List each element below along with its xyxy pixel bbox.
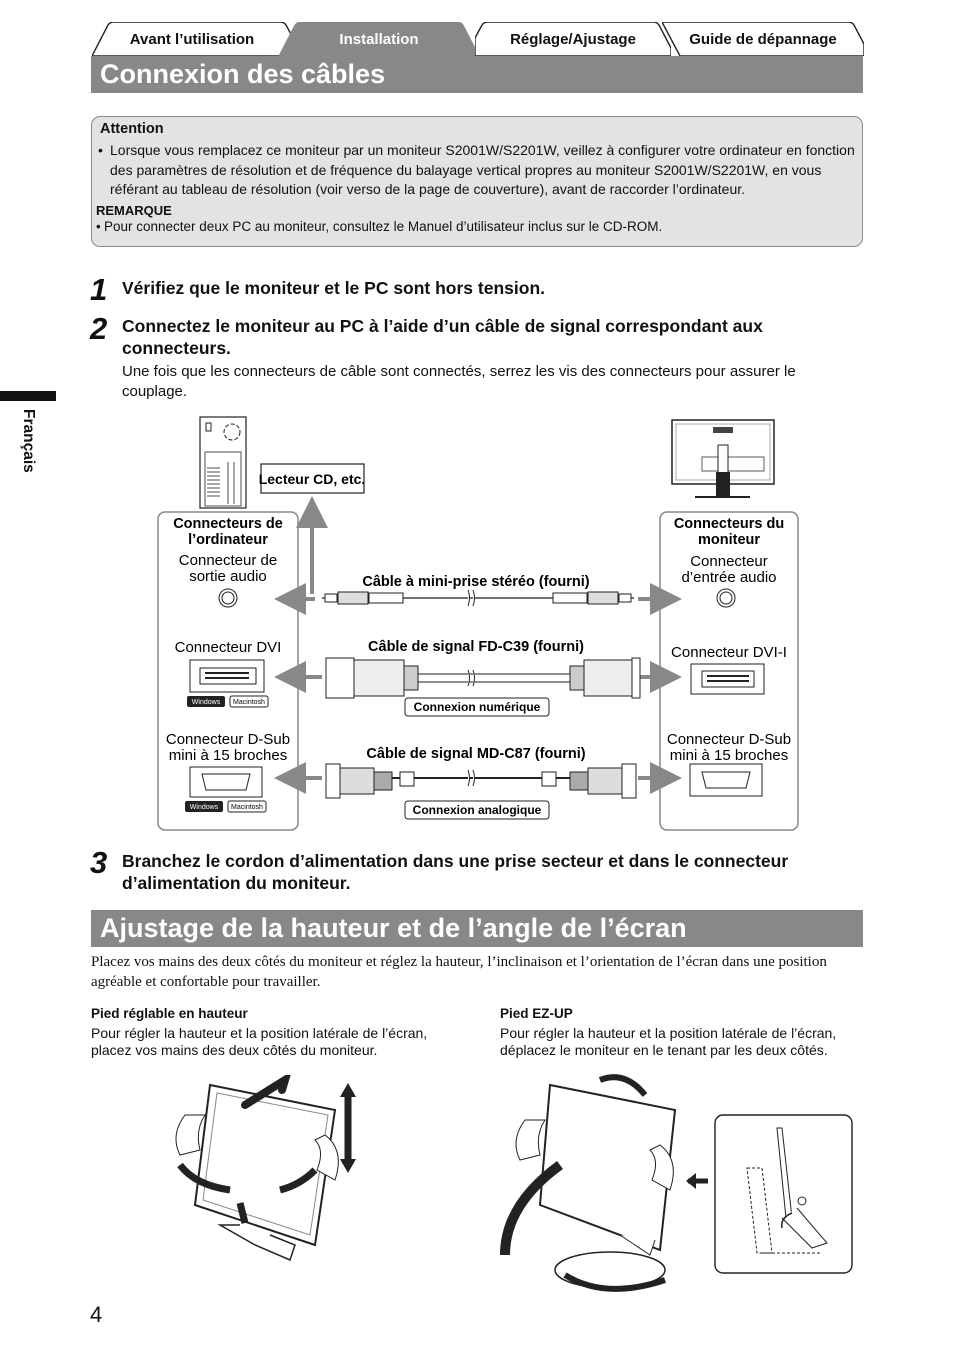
step-number: 3 bbox=[90, 845, 108, 880]
tab-depannage[interactable]: Guide de dépannage bbox=[662, 22, 864, 56]
step-text: Connectez le moniteur au PC à l’aide d’u… bbox=[122, 316, 763, 358]
section-title-cables: Connexion des câbles bbox=[91, 56, 863, 93]
dsub-cable-icon bbox=[325, 763, 637, 799]
tab-label: Réglage/Ajustage bbox=[510, 30, 636, 48]
macintosh-badge: Macintosh bbox=[233, 699, 265, 706]
left-col-text: Pour régler la hauteur et la position la… bbox=[91, 1025, 428, 1058]
step-number: 1 bbox=[90, 272, 108, 307]
cable-audio-label: Câble à mini-prise stéréo (fourni) bbox=[362, 574, 589, 590]
page-number: 4 bbox=[90, 1302, 103, 1327]
language-label: Français bbox=[20, 409, 37, 473]
step-number: 2 bbox=[90, 311, 108, 346]
remark-item: Pour connecter deux PC au moniteur, cons… bbox=[96, 218, 856, 236]
tab-label: Installation bbox=[339, 30, 419, 48]
cd-drive-label: Lecteur CD, etc. bbox=[259, 471, 366, 487]
tab-bar: Avant l’utilisation Installation Réglage… bbox=[92, 22, 864, 56]
monitor-rear-icon bbox=[671, 419, 775, 498]
section-title-hauteur: Ajustage de la hauteur et de l’angle de … bbox=[91, 910, 863, 947]
pc-tower-icon bbox=[199, 416, 247, 509]
remark-heading: REMARQUE bbox=[96, 202, 172, 218]
step-description: Une fois que les connecteurs de câble so… bbox=[122, 363, 796, 400]
attention-item: Lorsque vous remplacez ce moniteur par u… bbox=[98, 141, 856, 200]
windows-badge: Windows bbox=[192, 699, 221, 706]
tab-reglage[interactable]: Réglage/Ajustage bbox=[475, 22, 671, 56]
tab-avant[interactable]: Avant l’utilisation bbox=[92, 22, 292, 56]
inset-illustration bbox=[686, 1114, 853, 1274]
ez-up-stand-illustration bbox=[500, 1074, 677, 1292]
tab-label: Avant l’utilisation bbox=[129, 30, 255, 48]
cable-dsub-label: Câble de signal MD-C87 (fourni) bbox=[366, 746, 585, 762]
analog-label: Connexion analogique bbox=[413, 803, 542, 817]
right-col-heading: Pied EZ-UP bbox=[500, 1006, 573, 1021]
pc-dvi-label: Connecteur DVI bbox=[175, 639, 282, 656]
audio-cable-icon bbox=[322, 589, 634, 607]
arrows bbox=[274, 496, 682, 794]
dvi-cable-icon bbox=[325, 657, 641, 699]
attention-heading: Attention bbox=[100, 121, 164, 137]
cable-dvi-label: Câble de signal FD-C39 (fourni) bbox=[368, 639, 584, 655]
right-col-text: Pour régler la hauteur et la position la… bbox=[500, 1025, 837, 1058]
section2-paragraph: Placez vos mains des deux côtés du monit… bbox=[91, 954, 827, 990]
mon-dvi-label: Connecteur DVI-I bbox=[671, 644, 787, 661]
tab-installation[interactable]: Installation bbox=[279, 22, 479, 56]
windows-badge: Windows bbox=[190, 804, 219, 811]
macintosh-badge: Macintosh bbox=[231, 804, 263, 811]
digital-label: Connexion numérique bbox=[414, 700, 541, 714]
left-col-heading: Pied réglable en hauteur bbox=[91, 1006, 248, 1021]
side-tab-marker bbox=[0, 391, 56, 401]
step-text: Branchez le cordon d’alimentation dans u… bbox=[122, 851, 789, 893]
height-stand-illustration bbox=[175, 1075, 356, 1262]
attention-box: Attention Lorsque vous remplacez ce moni… bbox=[91, 116, 863, 247]
tab-label: Guide de dépannage bbox=[689, 30, 837, 48]
step-text: Vérifiez que le moniteur et le PC sont h… bbox=[122, 278, 545, 298]
